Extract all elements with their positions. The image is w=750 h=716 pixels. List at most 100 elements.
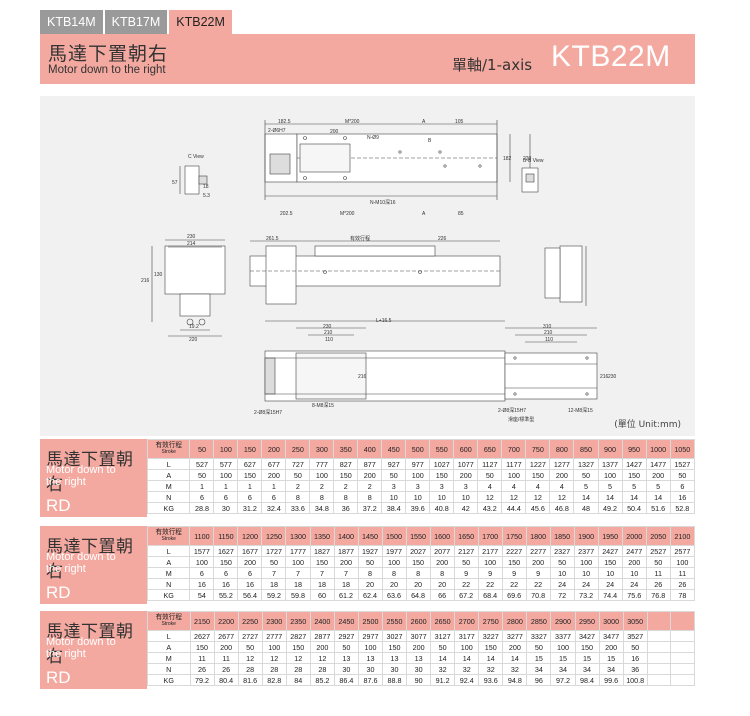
value-cell: 877 <box>357 458 383 470</box>
value-cell: 9 <box>453 567 479 579</box>
value-cell: 150 <box>309 556 335 568</box>
page-header: 馬達下置朝右 Motor down to the right 單軸/1-axis… <box>40 34 695 84</box>
value-cell: 91.2 <box>430 674 456 686</box>
dim-label: 216 <box>141 278 150 284</box>
value-cell: 1777 <box>285 545 311 557</box>
value-cell: 16 <box>213 578 239 590</box>
value-cell: 8 <box>309 491 335 503</box>
dim-label: L+16.5 <box>376 318 392 324</box>
value-cell: 12 <box>549 491 575 503</box>
end-view-left <box>151 239 226 337</box>
stroke-cell: 1850 <box>549 526 575 546</box>
value-cell: 15 <box>598 652 624 664</box>
value-cell: 150 <box>525 469 551 481</box>
value-cell: 15 <box>526 652 552 664</box>
row-label: N <box>146 491 191 503</box>
dim-label: 105 <box>455 119 464 125</box>
dim-label: 210 <box>324 330 333 336</box>
value-cell: 18 <box>285 578 311 590</box>
value-cell: 38.4 <box>381 502 407 514</box>
stroke-cell: 700 <box>501 439 527 459</box>
value-cell: 88.8 <box>381 674 408 686</box>
row-label: N <box>146 578 191 590</box>
stroke-cell: 550 <box>429 439 455 459</box>
value-cell: 49.2 <box>597 502 623 514</box>
value-cell: 1377 <box>597 458 623 470</box>
block-title: 馬達下置朝右 <box>46 537 134 582</box>
block-rd-code: RD <box>46 496 71 515</box>
value-cell: 32.4 <box>261 502 287 514</box>
value-cell: 677 <box>261 458 287 470</box>
value-cell: 2 <box>285 480 311 492</box>
stroke-cell: 2650 <box>430 611 456 631</box>
view-label: C View <box>188 154 204 160</box>
value-cell: 1627 <box>213 545 239 557</box>
value-cell: 64.8 <box>405 589 431 601</box>
stroke-cell: 2150 <box>189 611 215 631</box>
tab-ktb22m[interactable]: KTB22M <box>169 10 234 34</box>
value-cell: 28.8 <box>189 502 215 514</box>
value-cell: 100 <box>189 556 215 568</box>
value-cell: 61.2 <box>333 589 359 601</box>
value-cell: 50 <box>285 469 311 481</box>
dim-label: 57 <box>172 180 178 186</box>
value-cell: 5 <box>621 480 647 492</box>
value-cell: 100 <box>261 641 287 653</box>
stroke-cell: 600 <box>453 439 479 459</box>
stroke-cell: 2800 <box>502 611 528 631</box>
value-cell: 50 <box>645 556 671 568</box>
dim-label: 8-M8深15 <box>312 402 334 409</box>
value-cell: 44.4 <box>501 502 527 514</box>
value-cell: 150 <box>213 556 239 568</box>
value-cell: 26 <box>213 663 239 675</box>
value-cell: 85.2 <box>309 674 335 686</box>
value-cell: 2227 <box>501 545 527 557</box>
value-cell: 10 <box>573 567 599 579</box>
value-cell: 6 <box>213 567 239 579</box>
value-cell: 10 <box>597 567 623 579</box>
value-cell: 14 <box>502 652 528 664</box>
stroke-cell: 450 <box>381 439 407 459</box>
value-cell: 8 <box>285 491 311 503</box>
stroke-cell: 1000 <box>645 439 671 459</box>
stroke-cell: 2450 <box>333 611 359 631</box>
value-cell: 3077 <box>406 630 432 642</box>
stroke-cell: 350 <box>333 439 359 459</box>
value-cell: 8 <box>405 567 431 579</box>
stroke-cell: 2750 <box>478 611 504 631</box>
block-rd-code: RD <box>46 583 71 602</box>
value-cell: 200 <box>525 556 551 568</box>
stroke-cell: 2950 <box>574 611 600 631</box>
stroke-cell: 3050 <box>622 611 648 631</box>
value-cell <box>670 652 695 664</box>
value-cell: 5 <box>573 480 599 492</box>
value-cell: 200 <box>621 556 647 568</box>
row-label: L <box>147 630 191 642</box>
stroke-cell: 1150 <box>213 526 239 546</box>
stroke-cell: 1350 <box>309 526 335 546</box>
stroke-cell: 250 <box>285 439 311 459</box>
value-cell: 1127 <box>477 458 503 470</box>
tab-ktb14m[interactable]: KTB14M <box>40 10 105 34</box>
value-cell: 16 <box>237 578 263 590</box>
value-cell: 75.6 <box>621 589 647 601</box>
tab-ktb17m[interactable]: KTB17M <box>104 10 170 34</box>
value-cell: 34 <box>574 663 600 675</box>
value-cell: 50 <box>430 641 456 653</box>
dim-label: 18 <box>203 184 209 190</box>
value-cell: 150 <box>285 641 311 653</box>
value-cell <box>670 663 695 675</box>
value-cell: 200 <box>213 641 239 653</box>
value-cell: 10 <box>429 491 455 503</box>
value-cell: 12 <box>309 652 335 664</box>
value-cell: 2077 <box>429 545 455 557</box>
unit-note: (單位 Unit:mm) <box>614 420 681 430</box>
value-cell: 1327 <box>573 458 599 470</box>
value-cell: 100 <box>381 556 407 568</box>
